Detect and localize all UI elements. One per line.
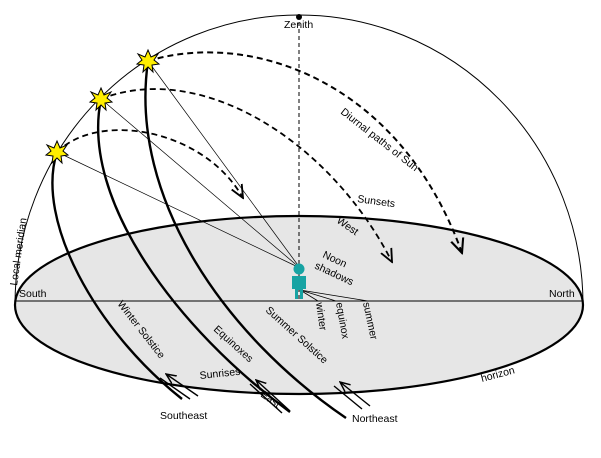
horizon-plane [13,214,585,396]
sunsets-label: Sunsets [357,193,396,210]
zenith-label: Zenith [284,19,313,31]
north-label: North [549,288,575,300]
winter-solstice-afternoon-path [56,129,243,198]
sun-burst-icon [88,86,114,112]
northeast-label: Northeast [352,413,398,425]
sunrise-arrows [159,374,371,414]
local-meridian-label: Local meridian [8,217,29,286]
sun-burst-icon [44,139,70,165]
noon-sun-rays [56,60,301,269]
person-icon [292,263,306,299]
equinox-morning-path [96,98,291,413]
equinox-afternoon-path [100,88,392,262]
diurnal-paths-label: Diurnal paths of Sun [338,106,420,174]
sun-burst-icon [135,48,161,74]
winter-solstice-morning-path [51,151,183,400]
summer-solstice-afternoon-path [147,51,462,253]
summer-solstice-morning-path [144,60,347,419]
winter-shadow-label: winter [313,301,329,332]
zenith-marker [296,14,302,20]
southeast-label: Southeast [160,410,207,422]
south-label: South [19,288,47,300]
sunrises-label: Sunrises [199,366,241,382]
